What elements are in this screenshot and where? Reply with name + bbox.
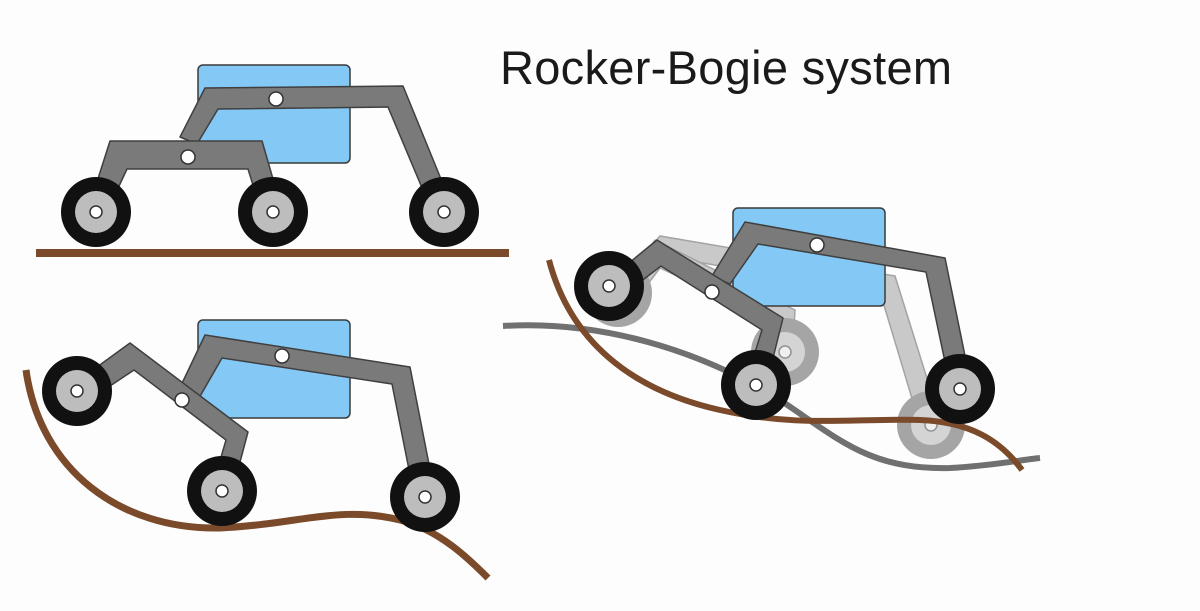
bogie-pivot [704,284,720,300]
scene-flat-ground [36,64,509,257]
wheel [187,456,257,526]
wheel [409,177,479,247]
wheel [721,350,791,420]
rocker-pivot [268,91,284,107]
diagram-title: Rocker-Bogie system [500,41,953,94]
scene-curved-terrain [22,319,491,581]
rocker-pivot [274,348,290,364]
wheel [42,356,112,426]
bogie-pivot [180,149,196,165]
rocker-pivot [809,237,825,253]
wheel [238,177,308,247]
wheel [61,177,131,247]
scene-overlay-comparison [502,207,1041,472]
terrain-curve [546,259,1025,472]
wheel [574,251,644,321]
bogie-pivot [174,392,190,408]
wheel [925,354,995,424]
wheel [390,462,460,532]
terrain-curve [22,369,491,581]
terrain-curve-ghost [502,322,1041,472]
